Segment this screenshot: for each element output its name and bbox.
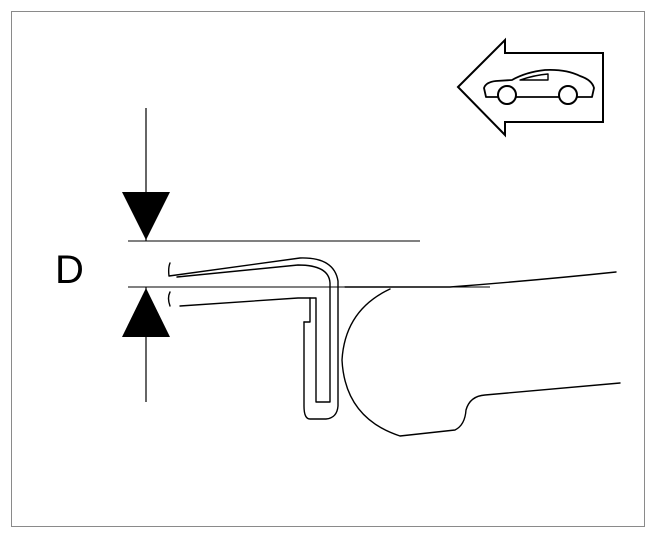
- car-front-wheel-icon: [558, 85, 578, 105]
- dimension-label: D: [55, 248, 84, 292]
- car-silhouette-icon: [483, 68, 595, 98]
- bumper-fascia-profile: [167, 257, 339, 420]
- car-rear-wheel-icon: [497, 85, 517, 105]
- vehicle-direction-icon: [456, 37, 604, 138]
- up-arrowhead-icon: [122, 288, 170, 337]
- left-arrow-icon: [456, 37, 604, 138]
- down-arrowhead-icon: [122, 192, 170, 240]
- diagram-border: [11, 11, 645, 527]
- body-panel-profile: [341, 271, 621, 437]
- dimension-marker: [122, 108, 170, 402]
